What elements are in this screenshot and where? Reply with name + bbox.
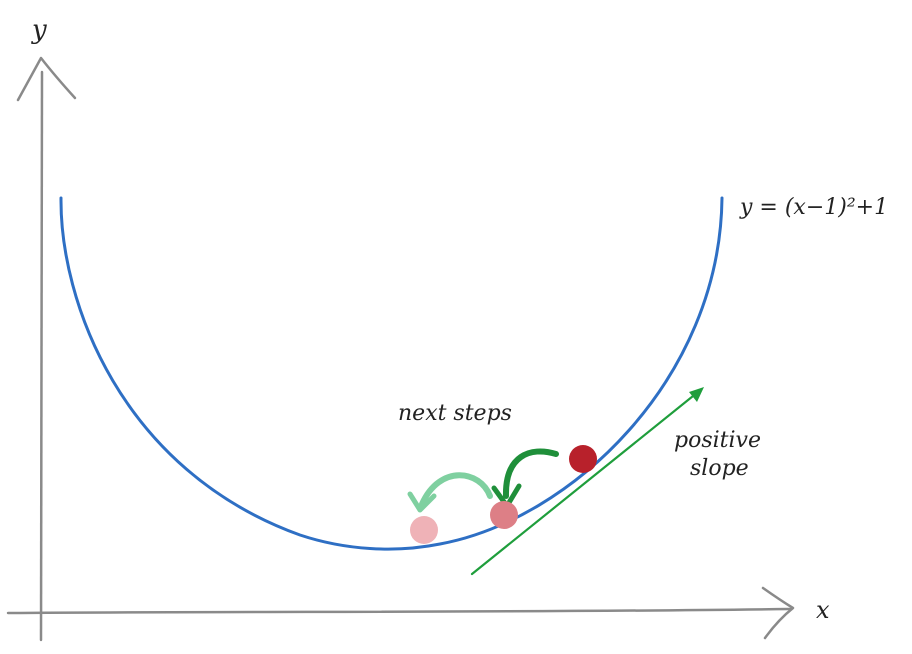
ball-current	[569, 445, 597, 473]
y-axis	[39, 70, 44, 642]
tangent-line	[470, 390, 700, 576]
step-arrow-2-arrowhead-icon	[407, 491, 437, 513]
x-axis-label: x	[816, 596, 830, 624]
y-axis-arrowhead-icon	[16, 56, 77, 102]
curve-equation-label: y = (x−1)²+1	[739, 195, 888, 220]
next-steps-label: next steps	[398, 401, 512, 426]
step-arrow-1	[502, 448, 559, 499]
slope-label-line2: slope	[690, 456, 749, 481]
tangent-arrowhead-icon	[689, 387, 704, 402]
step-arrow-2	[419, 472, 493, 507]
x-axis-arrowhead-icon	[761, 586, 795, 640]
parabola-curve	[59, 196, 724, 551]
ball-final	[410, 516, 438, 544]
x-axis	[6, 607, 792, 615]
ball-next	[490, 501, 518, 529]
y-axis-label: y	[31, 15, 47, 45]
slope-label-line1: positive	[674, 428, 761, 453]
